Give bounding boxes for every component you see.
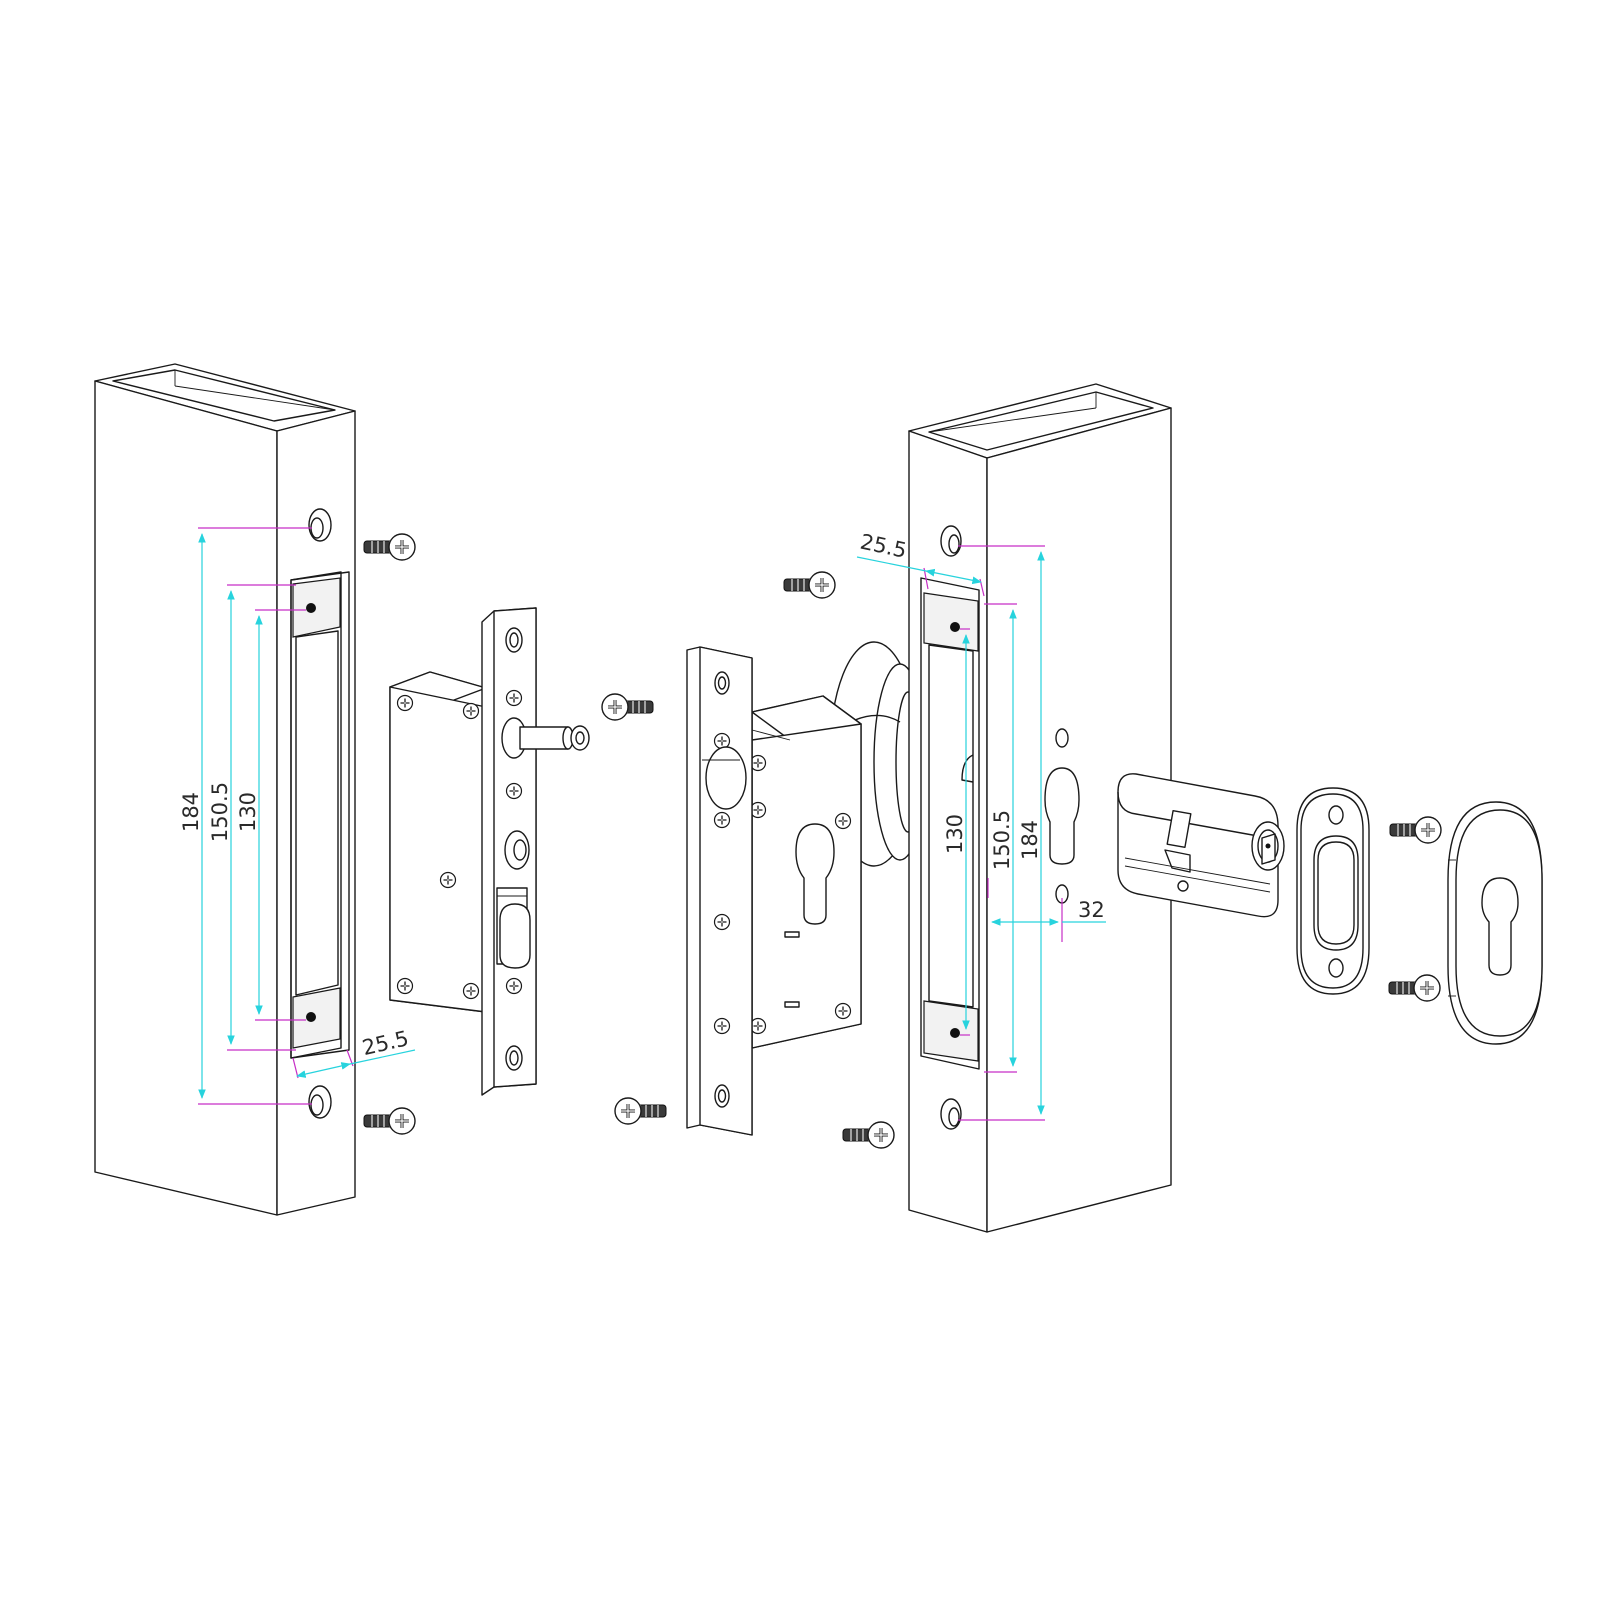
right-upper-tab (923, 592, 979, 652)
screw-head-icon (396, 694, 414, 712)
right-post-front-face (986, 407, 1172, 1233)
cylinder-body (1117, 773, 1279, 918)
left-dim-middle-label: 150.5 (208, 782, 232, 842)
keyhole-icon (1481, 877, 1519, 976)
left-dimensions: 184 150.5 130 25.5 (179, 527, 416, 1105)
right-dim-width-label: 25.5 (858, 530, 909, 563)
left-dim-overall-label: 184 (179, 792, 203, 832)
left-upper-tab (292, 577, 341, 638)
screw-icon (600, 692, 655, 722)
right-dimensions: 184 150.5 130 25.5 32 (856, 530, 1106, 1121)
left-dim-width-label: 25.5 (360, 1026, 411, 1060)
mortise-lock-assembly (686, 641, 927, 1136)
screw-icon (1387, 973, 1442, 1003)
escutcheon-cover (1447, 801, 1543, 1045)
right-dim-offset-label: 32 (1078, 898, 1105, 922)
screw-icon (782, 570, 837, 600)
screw-icon (362, 1106, 417, 1136)
back-plate (1296, 787, 1370, 995)
cylinder-slot (795, 823, 835, 925)
left-dim-inner-label: 130 (236, 792, 260, 832)
left-tab-hole-top (306, 603, 316, 613)
strike-lock-assembly (389, 607, 590, 1096)
left-mount-hole-top (308, 508, 332, 542)
left-mount-hole-bottom (308, 1085, 332, 1119)
latch-hole (705, 746, 747, 810)
left-lower-tab (292, 987, 341, 1049)
screw-icon (841, 1120, 896, 1150)
right-post (908, 383, 1172, 1233)
right-dim-inner-label: 130 (943, 814, 967, 854)
right-dim-middle-label: 150.5 (990, 810, 1014, 870)
screw-icon (613, 1096, 668, 1126)
euro-cylinder (1117, 773, 1285, 918)
left-tab-hole-bottom (306, 1012, 316, 1022)
screw-icon (1388, 815, 1443, 845)
right-dim-overall-label: 184 (1018, 820, 1042, 860)
right-cylinder-hole (1044, 767, 1080, 865)
screw-icon (362, 532, 417, 562)
